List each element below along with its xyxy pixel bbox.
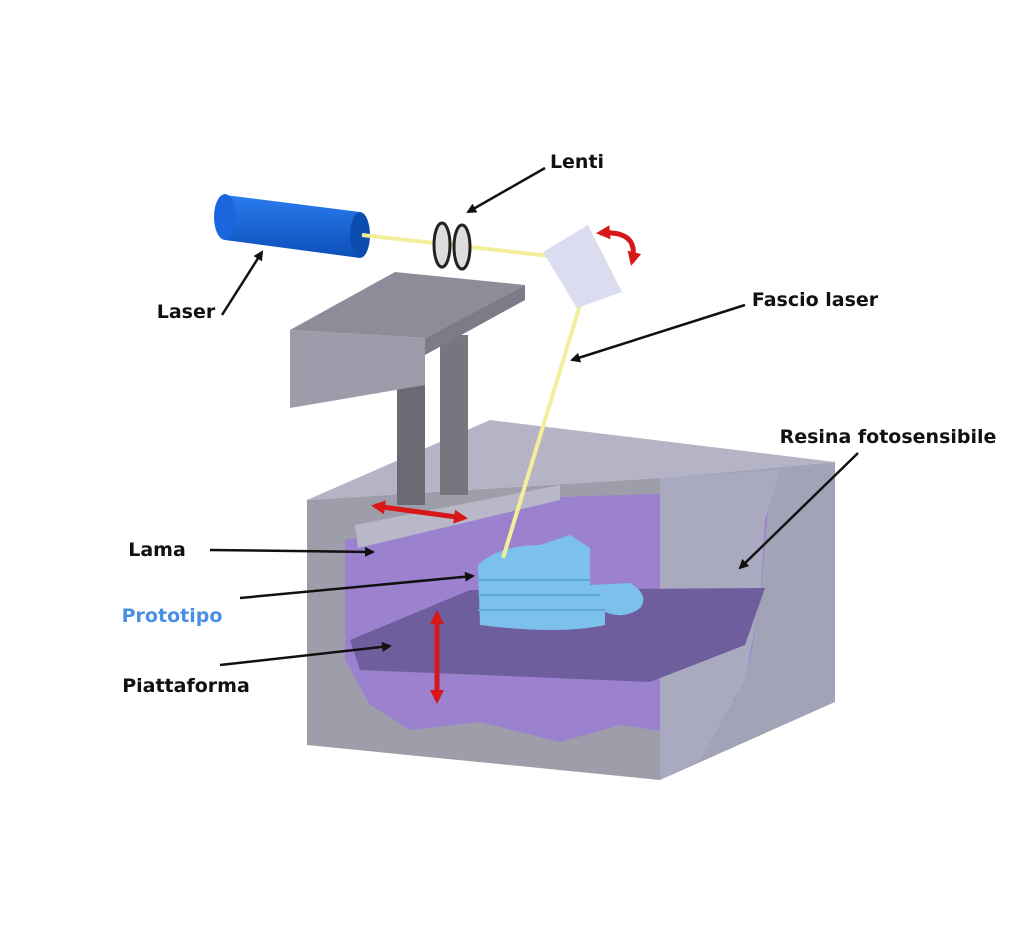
resina-arrow: [738, 452, 859, 570]
lenti-arrow: [466, 166, 546, 214]
prototipo-arrow: [239, 571, 475, 600]
laser-body: [214, 194, 370, 258]
laser-beam-down: [501, 304, 582, 559]
lama-arrow: [209, 546, 375, 557]
label-lenti: Lenti: [549, 151, 605, 173]
label-laser: Laser: [156, 301, 216, 323]
platform-shape: [350, 588, 765, 682]
fascio-arrow: [570, 303, 746, 363]
gantry: [290, 272, 525, 505]
lens-1: [432, 221, 452, 269]
label-prototipo: Prototipo: [121, 605, 223, 627]
prototype-shape: [478, 535, 644, 630]
mirror-rotation-arrow: [596, 225, 642, 266]
piattaforma-arrow: [219, 641, 392, 667]
mirror: [543, 225, 622, 308]
lens-2: [452, 223, 472, 271]
label-piattaforma: Piattaforma: [122, 675, 250, 697]
label-resina: Resina fotosensibile: [779, 426, 997, 448]
blade-motion-arrow: [371, 500, 468, 524]
laser-arrow: [220, 250, 264, 316]
label-lama: Lama: [128, 539, 186, 561]
label-fascio-laser: Fascio laser: [751, 289, 879, 311]
